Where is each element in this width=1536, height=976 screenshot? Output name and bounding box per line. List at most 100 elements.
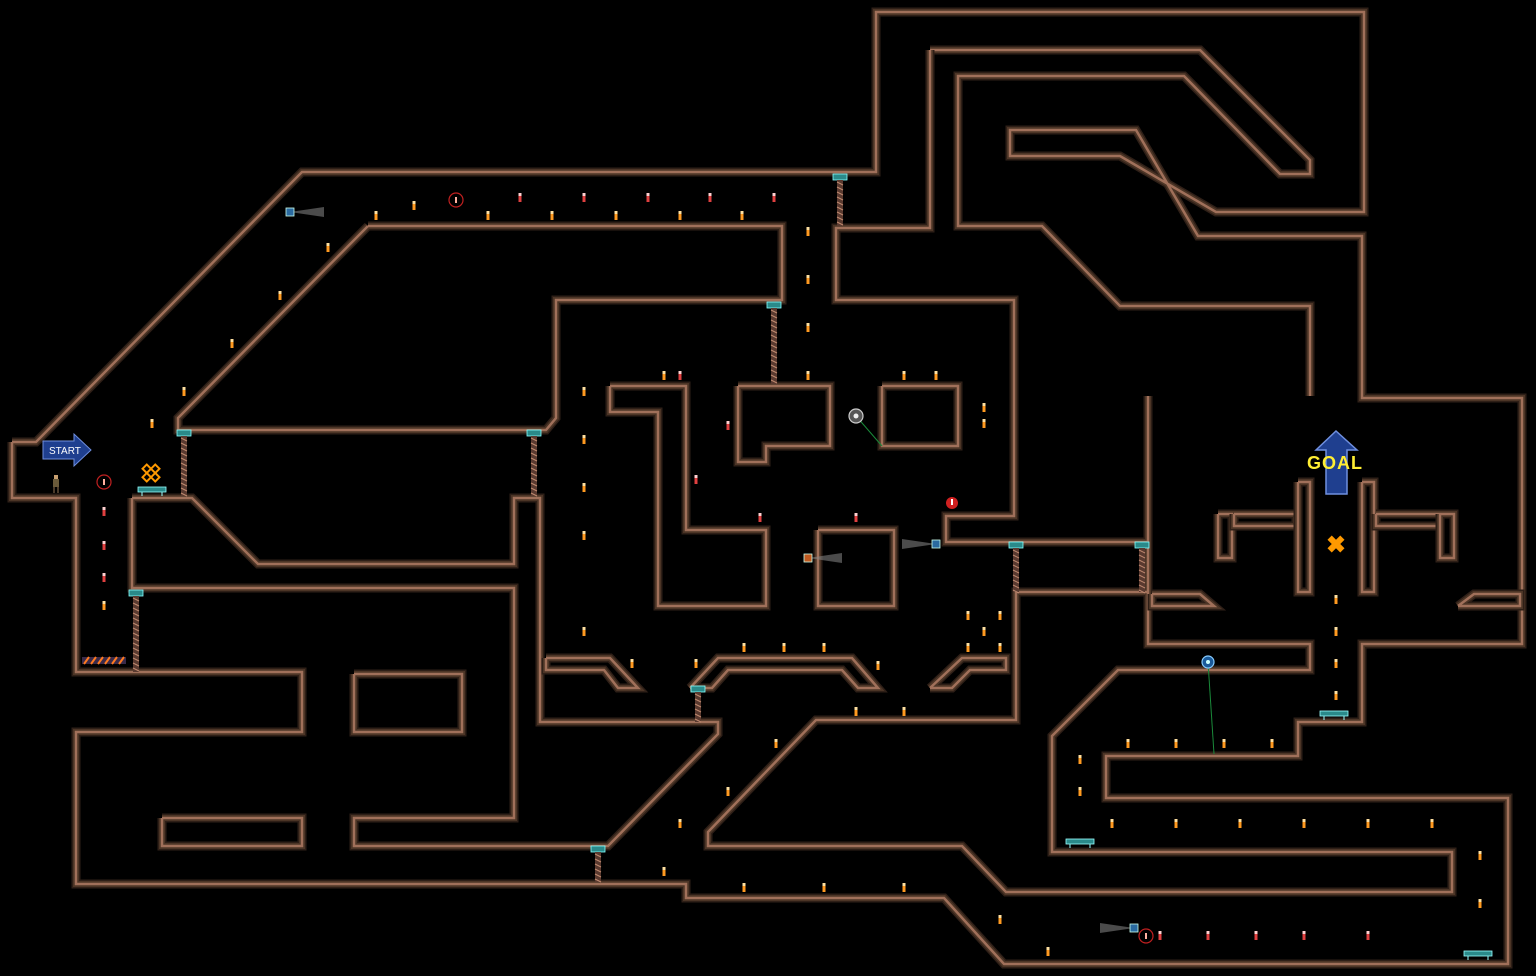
pickup-icon[interactable]	[998, 915, 1002, 924]
door-pillar-icon[interactable]	[590, 845, 606, 883]
pickup-icon[interactable]	[102, 601, 106, 610]
pickup-icon[interactable]	[646, 193, 650, 202]
pickup-icon[interactable]	[1174, 819, 1178, 828]
pickup-icon[interactable]	[412, 201, 416, 210]
teleport-pad-icon[interactable]	[1463, 950, 1493, 960]
door-pillar-icon[interactable]	[766, 301, 782, 384]
pickup-icon[interactable]	[582, 627, 586, 636]
pickup-icon[interactable]	[630, 659, 634, 668]
pickup-icon[interactable]	[662, 371, 666, 380]
pickup-icon[interactable]	[772, 193, 776, 202]
door-pillar-icon[interactable]	[1134, 541, 1150, 594]
pickup-icon[interactable]	[982, 627, 986, 636]
pickup-icon[interactable]	[742, 643, 746, 652]
pickup-icon[interactable]	[806, 323, 810, 332]
pickup-icon[interactable]	[1334, 691, 1338, 700]
pickup-icon[interactable]	[740, 211, 744, 220]
pickup-icon[interactable]	[1334, 627, 1338, 636]
teleport-pad-icon[interactable]	[137, 486, 167, 496]
pickup-icon[interactable]	[726, 787, 730, 796]
pickup-icon[interactable]	[854, 513, 858, 522]
door-pillar-icon[interactable]	[526, 429, 542, 497]
pickup-icon[interactable]	[182, 387, 186, 396]
pickup-icon[interactable]	[582, 531, 586, 540]
pickup-icon[interactable]	[966, 643, 970, 652]
pickup-icon[interactable]	[694, 475, 698, 484]
pickup-icon[interactable]	[582, 435, 586, 444]
pickup-icon[interactable]	[934, 371, 938, 380]
turret-icon	[902, 539, 941, 549]
pickup-icon[interactable]	[966, 611, 970, 620]
pickup-icon[interactable]	[1302, 931, 1306, 940]
pickup-icon[interactable]	[582, 483, 586, 492]
pickup-icon[interactable]	[1430, 819, 1434, 828]
pickup-icon[interactable]	[902, 371, 906, 380]
pickup-icon[interactable]	[708, 193, 712, 202]
pickup-icon[interactable]	[326, 243, 330, 252]
pickup-icon[interactable]	[1078, 755, 1082, 764]
pickup-icon[interactable]	[782, 643, 786, 652]
pickup-icon[interactable]	[582, 387, 586, 396]
pickup-icon[interactable]	[1366, 819, 1370, 828]
pickup-icon[interactable]	[582, 193, 586, 202]
pickup-icon[interactable]	[678, 819, 682, 828]
door-pillar-icon[interactable]	[690, 685, 706, 723]
pickup-icon[interactable]	[230, 339, 234, 348]
pickup-icon[interactable]	[726, 421, 730, 430]
pickup-icon[interactable]	[854, 707, 858, 716]
pickup-icon[interactable]	[822, 883, 826, 892]
pickup-icon[interactable]	[278, 291, 282, 300]
door-pillar-icon[interactable]	[1008, 541, 1024, 594]
pickup-icon[interactable]	[102, 507, 106, 516]
pickup-icon[interactable]	[1158, 931, 1162, 940]
pickup-icon[interactable]	[902, 883, 906, 892]
pickup-icon[interactable]	[102, 541, 106, 550]
pickup-icon[interactable]	[1126, 739, 1130, 748]
pickup-icon[interactable]	[1222, 739, 1226, 748]
pickup-icon[interactable]	[1238, 819, 1242, 828]
pickup-icon[interactable]	[806, 371, 810, 380]
pickup-icon[interactable]	[1078, 787, 1082, 796]
pickup-icon[interactable]	[1206, 931, 1210, 940]
pickup-icon[interactable]	[758, 513, 762, 522]
pickup-icon[interactable]	[1270, 739, 1274, 748]
pickup-icon[interactable]	[982, 403, 986, 412]
pickup-icon[interactable]	[678, 371, 682, 380]
pickup-icon[interactable]	[774, 739, 778, 748]
pickup-icon[interactable]	[614, 211, 618, 220]
pickup-icon[interactable]	[694, 659, 698, 668]
pickup-icon[interactable]	[1254, 931, 1258, 940]
pickup-icon[interactable]	[1110, 819, 1114, 828]
teleport-pad-icon[interactable]	[1319, 710, 1349, 720]
pickup-icon[interactable]	[806, 227, 810, 236]
pickup-icon[interactable]	[1174, 739, 1178, 748]
door-pillar-icon[interactable]	[176, 429, 192, 497]
pickup-icon[interactable]	[876, 661, 880, 670]
teleport-pad-icon[interactable]	[1065, 838, 1095, 848]
pickup-icon[interactable]	[518, 193, 522, 202]
pickup-icon[interactable]	[902, 707, 906, 716]
pickup-icon[interactable]	[1366, 931, 1370, 940]
door-pillar-icon[interactable]	[832, 173, 848, 226]
pickup-icon[interactable]	[550, 211, 554, 220]
pickup-icon[interactable]	[1302, 819, 1306, 828]
pickup-icon[interactable]	[374, 211, 378, 220]
pickup-icon[interactable]	[662, 867, 666, 876]
pickup-icon[interactable]	[102, 573, 106, 582]
pickup-icon[interactable]	[1478, 851, 1482, 860]
pickup-icon[interactable]	[1334, 659, 1338, 668]
pickup-icon[interactable]	[806, 275, 810, 284]
pickup-icon[interactable]	[486, 211, 490, 220]
pickup-icon[interactable]	[998, 643, 1002, 652]
pickup-icon[interactable]	[998, 611, 1002, 620]
pickup-icon[interactable]	[678, 211, 682, 220]
pickup-icon[interactable]	[1334, 595, 1338, 604]
pickup-icon[interactable]	[822, 643, 826, 652]
walls	[7, 7, 1527, 969]
pickup-icon[interactable]	[742, 883, 746, 892]
pickup-icon[interactable]	[1478, 899, 1482, 908]
door-pillar-icon[interactable]	[128, 589, 144, 672]
pickup-icon[interactable]	[982, 419, 986, 428]
pickup-icon[interactable]	[150, 419, 154, 428]
pickup-icon[interactable]	[1046, 947, 1050, 956]
